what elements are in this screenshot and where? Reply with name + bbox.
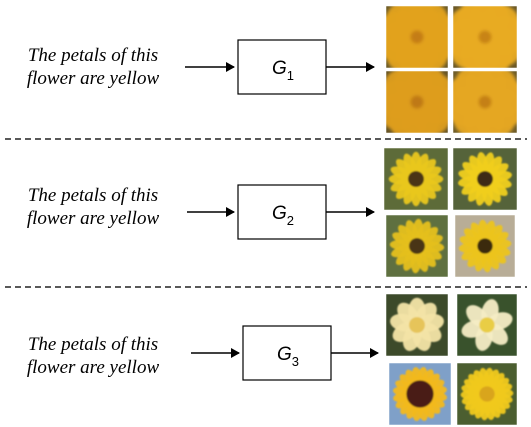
generated-image <box>454 214 516 278</box>
prompt-line-2: flower are yellow <box>27 208 160 229</box>
sample-image-grid <box>385 5 518 134</box>
generated-image <box>385 214 449 278</box>
blurry-orange-flower-icon <box>453 6 517 68</box>
row-2: The petals of this flower are yellow G2 <box>27 147 518 278</box>
generated-image <box>385 70 449 134</box>
sunflower-icon <box>389 363 451 425</box>
generator-label: G2 <box>272 203 294 228</box>
blurry-orange-flower-icon <box>386 71 448 133</box>
generated-image <box>456 293 518 357</box>
prompt-line-2: flower are yellow <box>27 68 160 89</box>
generated-image <box>383 147 449 211</box>
yellow-daisy-dark-center-icon <box>455 215 515 277</box>
generator-subscript: 2 <box>287 213 294 228</box>
row-1: The petals of this flower are yellow G1 <box>27 5 518 134</box>
generated-image <box>452 147 518 211</box>
generator-label: G1 <box>272 58 294 83</box>
generator-box <box>237 184 327 240</box>
white-yellow-lily-icon <box>457 294 517 356</box>
blurry-orange-flower-icon <box>386 6 448 68</box>
prompt-line-2: flower are yellow <box>27 357 160 378</box>
generator-letter: G <box>272 58 287 79</box>
sample-image-grid <box>383 147 518 278</box>
generated-image <box>385 293 449 357</box>
generator-subscript: 3 <box>292 354 299 369</box>
generated-image <box>452 5 518 69</box>
sample-image-grid <box>385 293 518 426</box>
prompt-line-1: The petals of this <box>28 334 158 355</box>
prompt-line-1: The petals of this <box>28 185 158 206</box>
yellow-daisy-dark-center-icon <box>384 148 448 210</box>
generated-image <box>388 362 452 426</box>
yellow-aster-icon <box>457 363 517 425</box>
blurry-orange-flower-icon <box>453 71 517 133</box>
generator-box <box>242 325 332 381</box>
generator-letter: G <box>272 203 287 224</box>
generated-image <box>456 362 518 426</box>
pale-yellow-flower-icon <box>386 294 448 356</box>
yellow-daisy-dark-center-icon <box>386 215 448 277</box>
yellow-daisy-dark-center-icon <box>453 148 517 210</box>
row-3: The petals of this flower are yellow G3 <box>27 293 518 426</box>
prompt-line-1: The petals of this <box>28 45 158 66</box>
generator-subscript: 1 <box>287 68 294 83</box>
generator-letter: G <box>277 344 292 365</box>
generator-label: G3 <box>277 344 299 369</box>
generated-image <box>452 70 518 134</box>
generated-image <box>385 5 449 69</box>
